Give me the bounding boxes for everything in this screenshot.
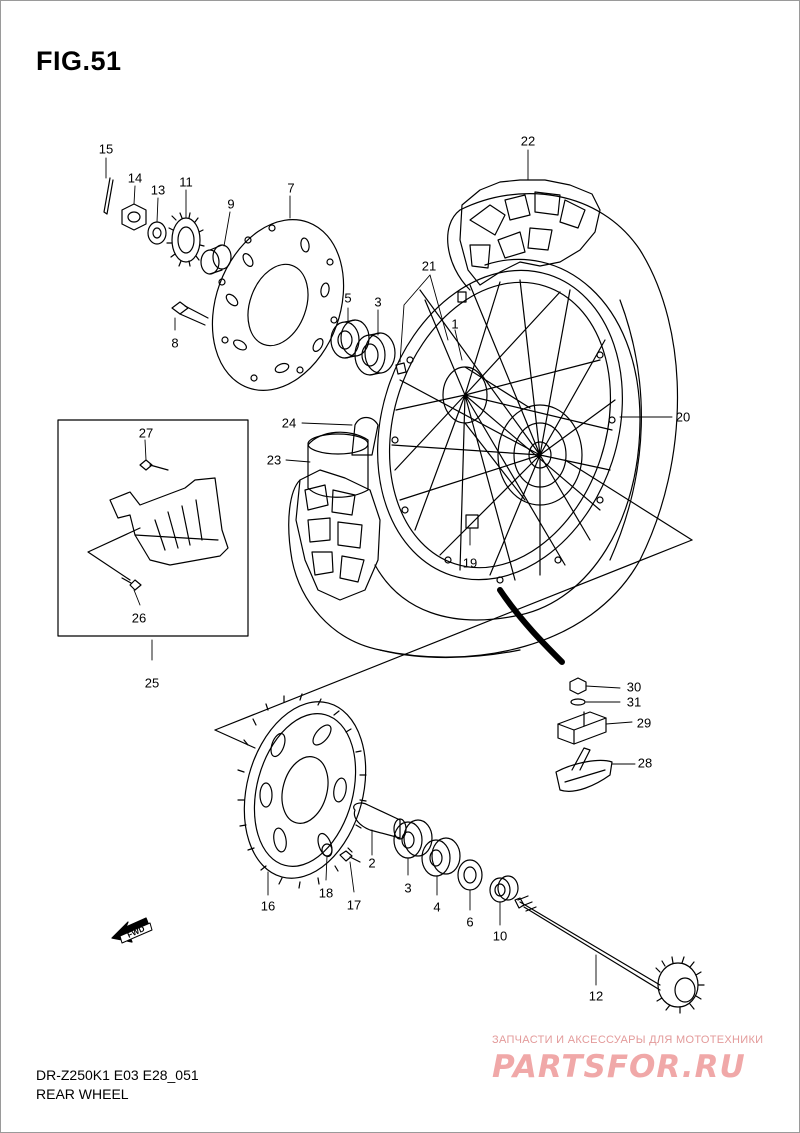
callout-30: 30	[626, 679, 642, 695]
callout-25: 25	[144, 675, 160, 691]
callout-11: 11	[179, 174, 193, 190]
callout-10: 10	[492, 928, 508, 944]
watermark-caption: ЗАПЧАСТИ И АКСЕССУАРЫ ДЛЯ МОТОТЕХНИКИ	[492, 1034, 764, 1046]
callout-26: 26	[131, 610, 147, 626]
callout-20: 20	[675, 409, 691, 425]
chain-adjuster-drawing	[555, 677, 613, 792]
callout-9: 9	[227, 196, 235, 212]
callout-27: 27	[138, 425, 154, 441]
callout-7: 7	[287, 180, 295, 196]
callout-17: 17	[346, 897, 362, 913]
callout-18: 18	[318, 885, 334, 901]
callout-14: 14	[127, 170, 143, 186]
callout-3-lower: 3	[404, 880, 412, 896]
callout-1: 1	[451, 316, 459, 332]
callout-15: 15	[98, 141, 114, 157]
fwd-arrow-icon	[111, 917, 153, 944]
callout-2: 2	[368, 855, 376, 871]
figure-title: FIG.51	[36, 46, 122, 76]
callout-4: 4	[433, 899, 441, 915]
callout-3-upper: 3	[374, 294, 382, 310]
callout-23: 23	[266, 452, 282, 468]
callout-leaders	[105, 149, 673, 986]
rear-sprocket-drawing	[237, 693, 367, 889]
section-name: REAR WHEEL	[36, 1086, 129, 1102]
hub-hardware-drawing	[103, 177, 467, 376]
chain-guard-inset	[57, 419, 249, 637]
callout-5: 5	[344, 290, 352, 306]
axle-parts-drawing	[321, 802, 705, 1014]
wheel-rim-drawing	[377, 269, 623, 584]
callout-12: 12	[588, 988, 604, 1004]
tire-drawing	[288, 179, 678, 659]
callout-22: 22	[520, 133, 536, 149]
callout-24: 24	[281, 415, 297, 431]
callout-8: 8	[171, 335, 179, 351]
callout-13: 13	[150, 182, 166, 198]
brake-disc-drawing	[211, 219, 345, 391]
callout-21: 21	[421, 258, 437, 274]
watermark-logo: PARTSFOR.RU	[492, 1049, 746, 1085]
assembly-guide-lines	[214, 459, 693, 749]
callout-28: 28	[637, 755, 653, 771]
callout-31: 31	[626, 694, 642, 710]
model-code: DR-Z250K1 E03 E28_051	[36, 1067, 199, 1083]
callout-16: 16	[260, 898, 276, 914]
callout-19: 19	[462, 555, 478, 571]
callout-29: 29	[636, 715, 652, 731]
callout-6: 6	[466, 914, 474, 930]
